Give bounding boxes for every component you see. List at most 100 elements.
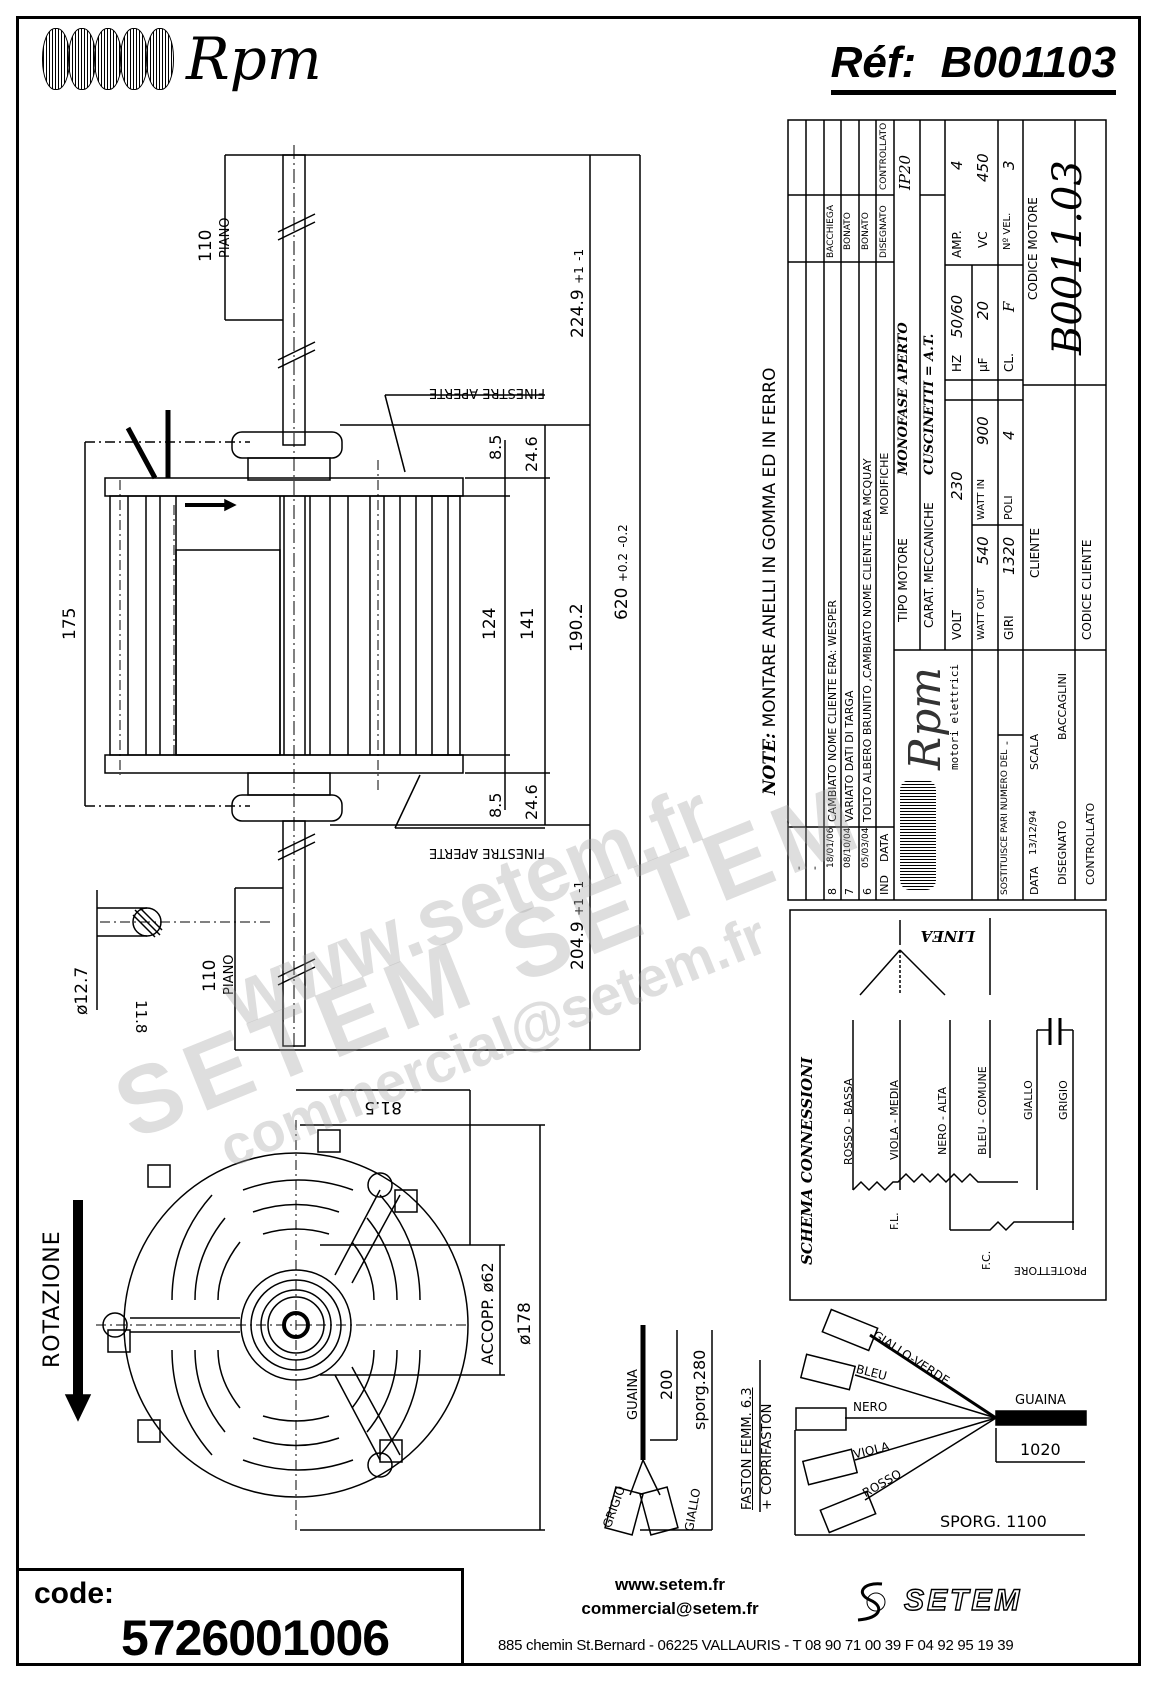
- dim-141: 141: [518, 607, 538, 640]
- dim-value: 620: [612, 587, 632, 620]
- codice-motore-value: B0011.03: [1045, 160, 1091, 355]
- wire-giallo: GIALLO: [1022, 1080, 1035, 1120]
- shaft-bottom-flat-dim: 110: [200, 959, 220, 992]
- tol-minus: -0.2: [616, 524, 630, 548]
- protettore-label: PROTETTORE: [1013, 1264, 1087, 1277]
- rev-header-modifiche: MODIFICHE: [878, 452, 891, 515]
- faston-line1: FASTON FEMM. 6.3: [740, 1387, 755, 1510]
- tol-plus: +1: [572, 898, 586, 916]
- nvel-label: Nº VEL.: [1002, 212, 1013, 250]
- dim-81-5: 81.5: [364, 1097, 402, 1117]
- dim-8-5-bottom: 8.5: [486, 792, 505, 818]
- cap-dim-200: 200: [657, 1369, 676, 1400]
- data-label: DATA: [1028, 866, 1041, 895]
- rev-header-ind: IND: [878, 875, 891, 895]
- rev-row-8-by: BACCHIEGA: [826, 205, 836, 258]
- rotation-label: ROTAZIONE: [40, 1230, 65, 1368]
- rev-header-disegnato: DISEGNATO: [879, 205, 889, 258]
- poli-value: 4: [1000, 430, 1018, 440]
- cl-label: CL.: [1002, 353, 1016, 372]
- data-value: 13/12/94: [1028, 810, 1039, 855]
- cap-guaina-label: GUAINA: [626, 1369, 641, 1420]
- shaft-top-flat-label: PIANO: [218, 217, 233, 258]
- carat-value: CUSCINETTI = A.T.: [922, 333, 937, 475]
- rev-row-6-by: BONATO: [861, 212, 871, 250]
- poli-label: POLI: [1002, 495, 1015, 520]
- amp-value: 4: [948, 160, 966, 170]
- coil-logo-icon: [42, 28, 174, 90]
- window-label-bottom: FINESTRE APERTE: [428, 845, 545, 860]
- wire-viola-media: VIOLA - MEDIA: [888, 1080, 901, 1160]
- shaft-diameter-dim: ø12.7: [72, 966, 92, 1015]
- cap-sporg-280: sporg.280: [690, 1349, 709, 1430]
- email-link[interactable]: commercial@setem.fr: [581, 1599, 759, 1618]
- dim-8-5-top: 8.5: [486, 434, 505, 460]
- dim-175: 175: [60, 607, 80, 640]
- hz-value: 50/60: [948, 294, 966, 338]
- scala-label: SCALA: [1028, 733, 1041, 770]
- schema-title: SCHEMA CONNESSIONI: [798, 1057, 816, 1265]
- rev-row-8-ind: 8: [826, 888, 839, 895]
- rev-row-empty-2: -: [808, 866, 821, 870]
- outer-diameter-dim: ø178: [515, 1302, 535, 1345]
- lead-guaina-label: GUAINA: [1015, 1393, 1066, 1408]
- vc-label: VC: [976, 231, 990, 248]
- disegnato-value: BACCAGLINI: [1056, 673, 1069, 740]
- code-label: code:: [34, 1577, 115, 1610]
- address: 885 chemin St.Bernard - 06225 VALLAURIS …: [498, 1637, 1014, 1654]
- shaft-flat-dim: 11.8: [132, 1000, 150, 1034]
- setem-swoosh-icon: [857, 1582, 886, 1622]
- sostituisce-label: SOSTITUISCE PARI NUMERO DEL: [1000, 749, 1010, 895]
- cl-value: F: [1000, 301, 1018, 312]
- company-subtitle: motori elettrici: [948, 664, 961, 770]
- codice-motore-label: CODICE MOTORE: [1026, 197, 1040, 300]
- shaft-top-flat-dim: 110: [196, 230, 216, 262]
- ref-value: B001103: [940, 38, 1116, 87]
- shaft-top-length-dim: 224.9 +1 -1: [568, 249, 588, 338]
- company-logo: Rpm: [900, 666, 951, 770]
- fl-label: F.L.: [888, 1212, 901, 1230]
- watt-in-label: WATT IN: [976, 478, 987, 520]
- rev-row-7-by: BONATO: [843, 212, 853, 250]
- coupling-diameter-dim: ACCOPP. ø62: [478, 1262, 497, 1365]
- note-text: MONTARE ANELLI IN GOMMA ED IN FERRO: [760, 367, 780, 728]
- note-label: NOTE:: [760, 732, 780, 795]
- rev-row-6-ind: 6: [861, 888, 874, 895]
- tol-minus: -1: [572, 880, 586, 893]
- watt-out-value: 540: [974, 536, 992, 565]
- carat-label: CARAT. MECCANICHE: [922, 502, 936, 628]
- rev-row-6-date: 05/03/04: [861, 827, 871, 868]
- fc-label: F.C.: [980, 1250, 993, 1270]
- window-label-top: FINESTRE APERTE: [428, 385, 545, 400]
- shaft-bottom-flat-label: PIANO: [222, 954, 237, 995]
- tol-plus: +0.2: [616, 553, 630, 583]
- hz-label: HZ: [950, 354, 964, 372]
- dim-190-2: 190.2: [567, 603, 587, 652]
- dim-124: 124: [480, 607, 500, 640]
- rev-row-6-desc: TOLTO ALBERO BRUNITO ,CAMBIATO NOME CLIE…: [861, 458, 874, 822]
- code-value: 5726001006: [121, 1610, 390, 1666]
- ref-label: Réf:: [830, 38, 917, 87]
- rpm-logo: Rpm: [42, 28, 322, 90]
- website-link[interactable]: www.setem.fr: [615, 1575, 725, 1594]
- dim-24-6-bottom: 24.6: [522, 784, 541, 820]
- cliente-label: CLIENTE: [1028, 527, 1042, 578]
- watt-in-value: 900: [974, 416, 992, 445]
- contact-info: www.setem.fr commercial@setem.fr: [555, 1573, 785, 1621]
- wire-grigio: GRIGIO: [1057, 1080, 1070, 1120]
- dim-24-6-top: 24.6: [522, 436, 541, 472]
- wire-nero-alta: NERO - ALTA: [936, 1087, 949, 1155]
- product-code-box: code: 5726001006: [16, 1568, 464, 1666]
- rev-header-controllato: CONTROLLATO: [879, 122, 889, 190]
- rev-row-7-ind: 7: [843, 888, 856, 895]
- setem-brand: SETEM: [903, 1583, 1023, 1617]
- dim-value: 224.9: [568, 289, 588, 338]
- linea-label: LINEA: [920, 927, 975, 945]
- disegnato-label: DISEGNATO: [1056, 820, 1069, 885]
- note: NOTE: MONTARE ANELLI IN GOMMA ED IN FERR…: [760, 368, 780, 795]
- giri-value: 1320: [1000, 536, 1018, 575]
- lead-sporg-1100: SPORG. 1100: [940, 1512, 1047, 1531]
- rev-row-8-desc: CAMBIATO NOME CLIENTE ERA: WESPER: [826, 600, 839, 822]
- volt-label: VOLT: [950, 610, 964, 640]
- rev-header-data: DATA: [878, 833, 891, 862]
